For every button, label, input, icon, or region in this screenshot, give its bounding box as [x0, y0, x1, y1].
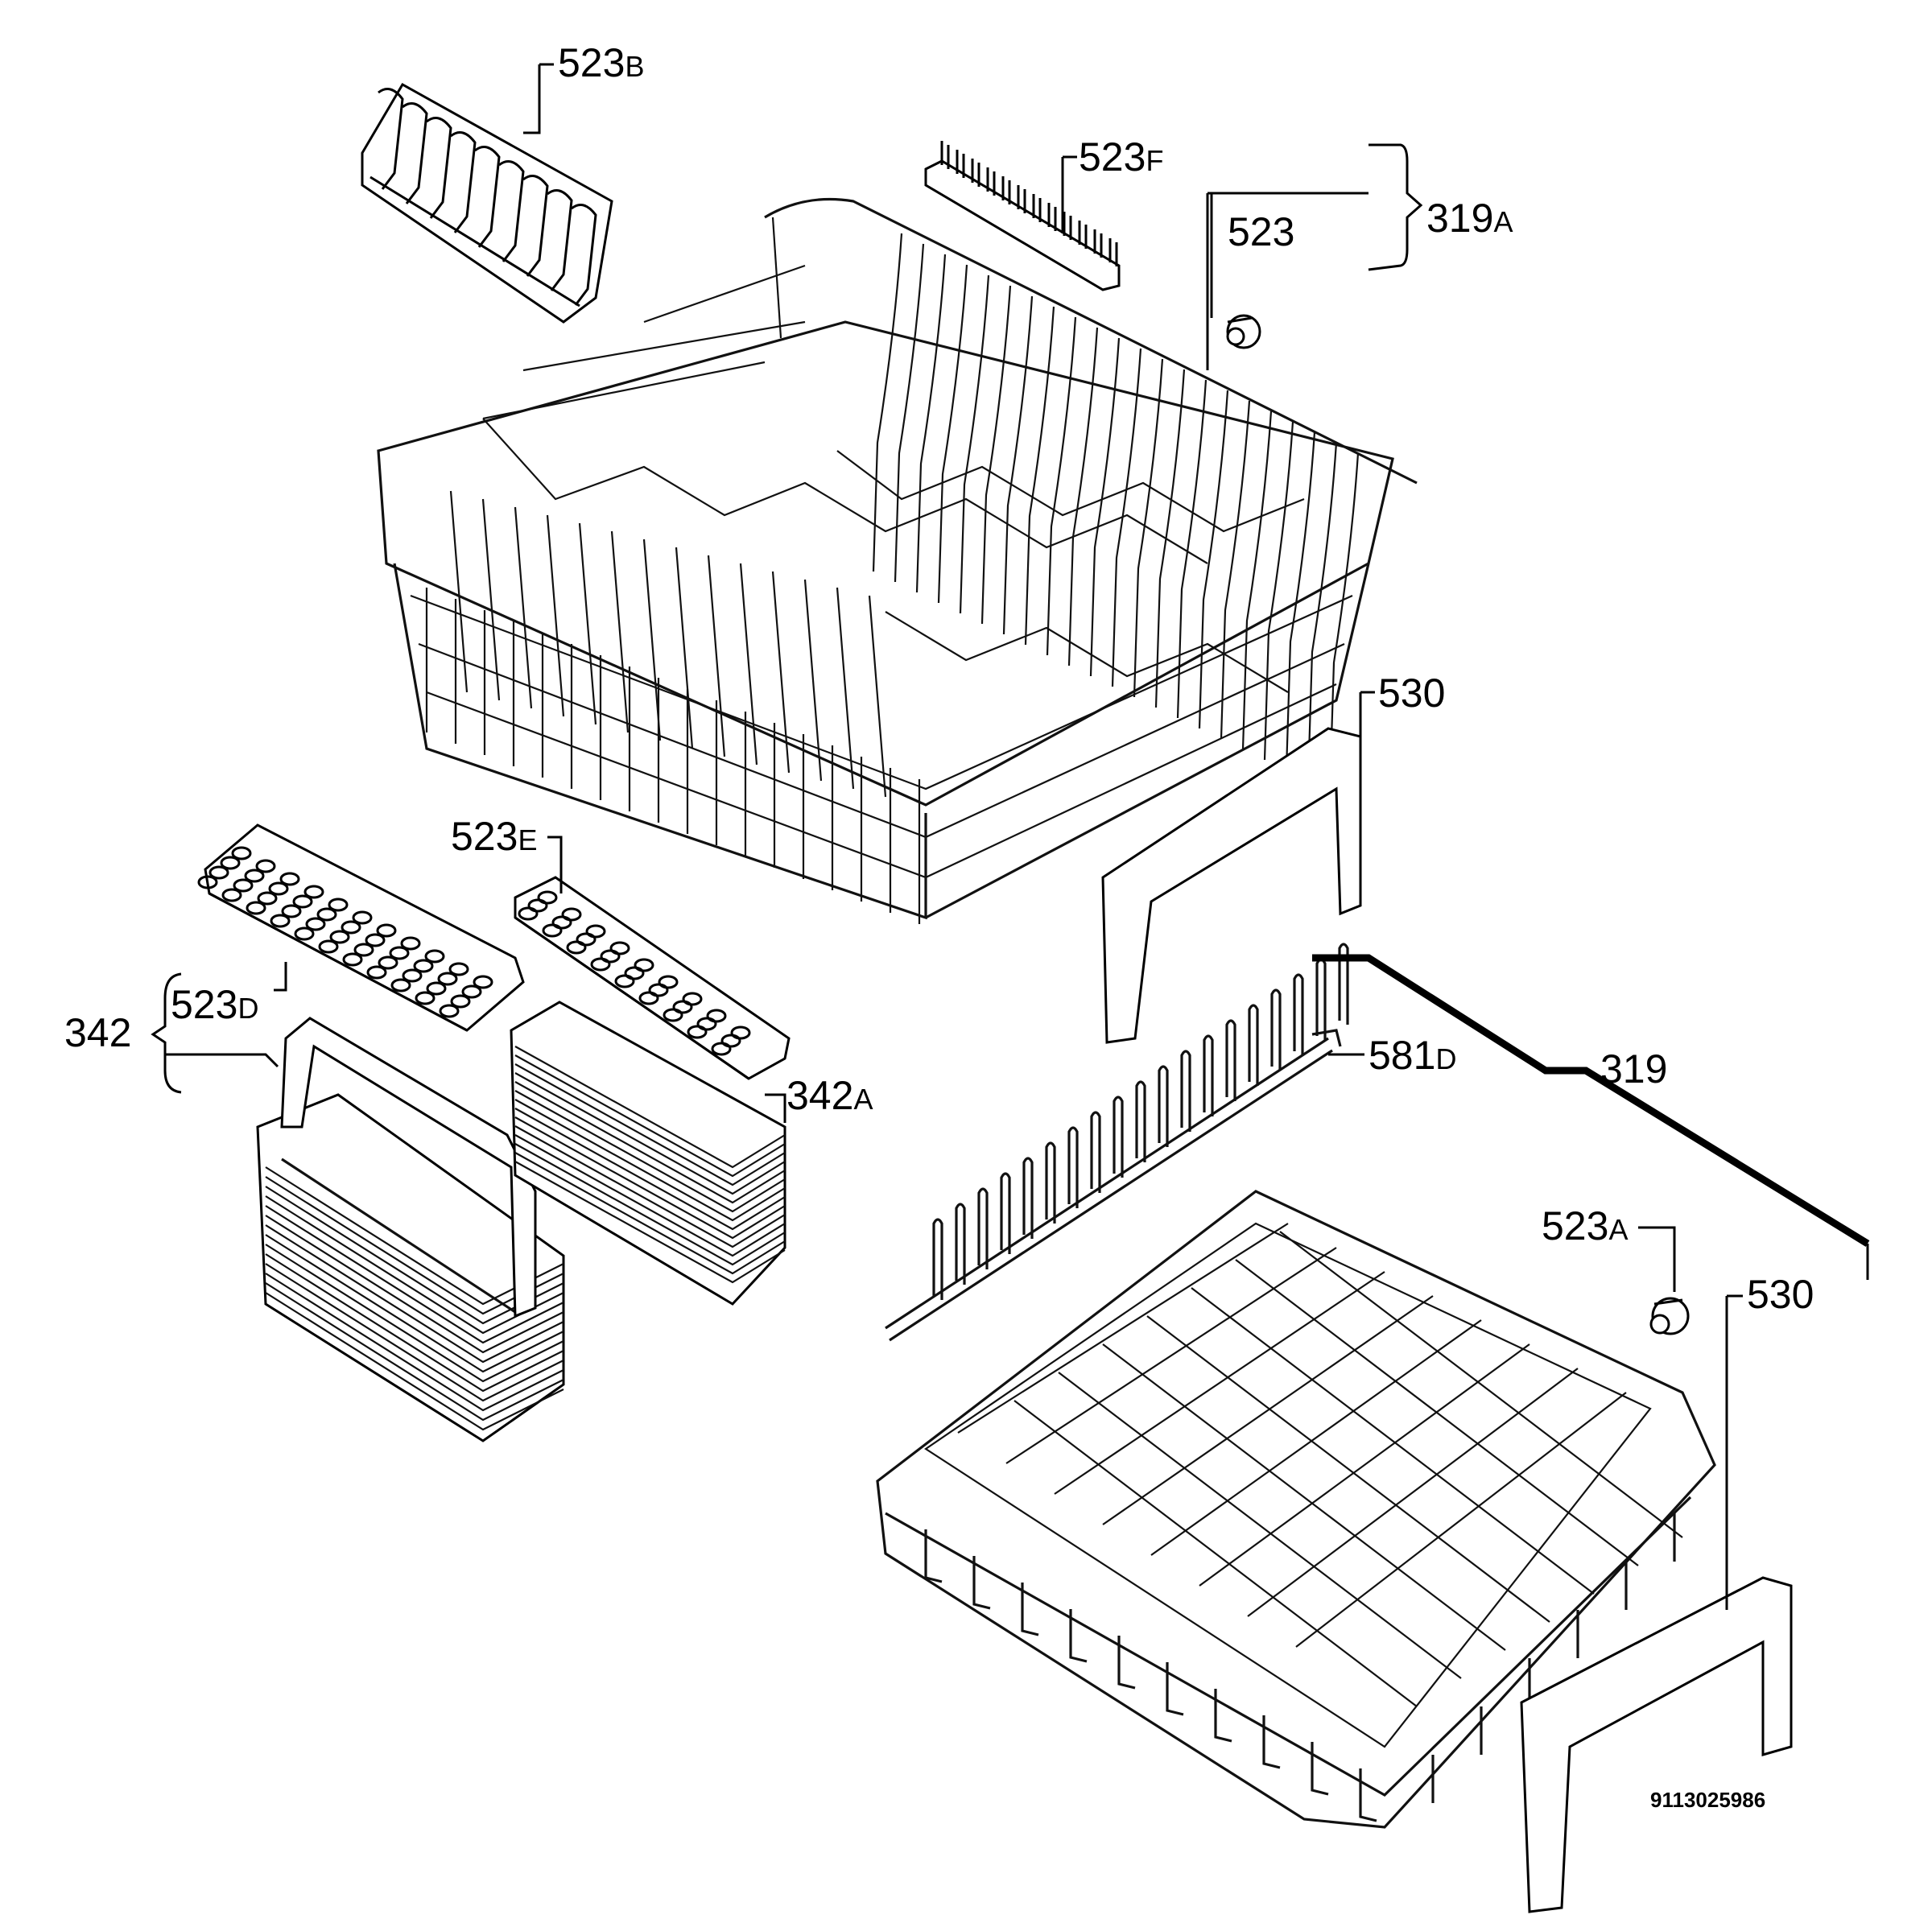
part-523e-rail — [514, 876, 791, 1080]
label-523a: 523A — [1542, 1203, 1628, 1248]
part-523-wheel — [1226, 314, 1261, 349]
label-523b: 523B — [558, 40, 644, 85]
label-523: 523 — [1228, 209, 1294, 254]
label-523e: 523E — [451, 814, 537, 859]
label-342a: 342A — [786, 1073, 873, 1118]
label-342: 342 — [64, 1010, 131, 1055]
label-581d: 581D — [1368, 1033, 1456, 1078]
label-523d: 523D — [171, 982, 258, 1027]
upper-basket-bottom-grid — [449, 490, 887, 798]
part-530-cover-upper — [1101, 727, 1362, 1044]
label-530-upper: 530 — [1378, 671, 1445, 716]
tine-row-tines — [932, 943, 1349, 1300]
part-530-cover-lower — [1520, 1576, 1793, 1913]
basket-stack-lines — [265, 1166, 564, 1431]
label-523f: 523F — [1079, 134, 1163, 180]
part-labels: 523B 523F 523 319A 530 523E 523D 342 342… — [64, 40, 1814, 1812]
rail-holes — [518, 890, 751, 1056]
part-342-cutlery-basket — [256, 1017, 565, 1442]
part-523a-wheel — [1649, 1297, 1690, 1335]
rail-holes — [197, 846, 493, 1018]
label-319: 319 — [1600, 1046, 1667, 1091]
leader-lines — [151, 63, 1743, 1610]
lower-basket — [876, 1190, 1716, 1829]
basket-stack-lines — [514, 1046, 786, 1284]
part-523f-comb — [924, 141, 1121, 291]
drawing-code: 9113025986 — [1650, 1788, 1765, 1812]
lower-basket-grid — [957, 1223, 1683, 1707]
comb-teeth — [940, 141, 1118, 266]
upper-basket-tines — [425, 233, 1360, 924]
lower-basket-legs — [924, 1513, 1676, 1822]
part-581d-tine-row — [885, 943, 1349, 1342]
part-342a-basket — [510, 1001, 786, 1306]
label-530-lower: 530 — [1747, 1272, 1814, 1317]
label-319a: 319A — [1426, 196, 1513, 241]
insert-ribs — [378, 88, 597, 306]
part-319-bar — [1312, 954, 1870, 1247]
part-523d-rail — [197, 823, 525, 1032]
part-523b-insert — [361, 82, 613, 324]
upper-basket — [377, 197, 1418, 924]
